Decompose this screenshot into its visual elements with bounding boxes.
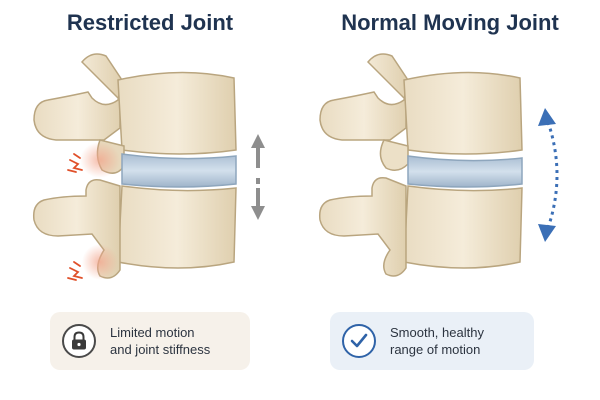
normal-card-text: Smooth, healthy range of motion <box>390 324 484 358</box>
restricted-card-line1: Limited motion <box>110 325 195 340</box>
normal-card-line2: range of motion <box>390 342 481 357</box>
healthy-motion-arrow <box>538 108 559 242</box>
restricted-motion-arrow <box>251 134 265 220</box>
normal-vertebrae <box>318 53 523 277</box>
restricted-joint-title: Restricted Joint <box>66 10 234 35</box>
lower-vertebral-body <box>403 185 523 269</box>
lower-vertebral-body <box>117 185 237 269</box>
inflamed-facet-lower <box>82 244 118 280</box>
restricted-card-line2: and joint stiffness <box>110 342 211 357</box>
intervertebral-disc <box>121 153 237 188</box>
upper-spinous-process <box>319 53 409 141</box>
upper-facet <box>379 139 409 171</box>
intervertebral-disc <box>407 155 523 188</box>
checkmark-icon <box>342 324 376 358</box>
normal-card-line1: Smooth, healthy <box>390 325 484 340</box>
restricted-info-card: Limited motion and joint stiffness <box>50 312 250 370</box>
lower-spinous-process <box>318 176 407 277</box>
normal-info-card: Smooth, healthy range of motion <box>330 312 534 370</box>
upper-vertebral-body <box>403 71 523 155</box>
restricted-card-text: Limited motion and joint stiffness <box>110 324 210 358</box>
upper-vertebral-body <box>117 71 237 155</box>
pain-marks <box>67 153 83 281</box>
upper-spinous-process <box>33 53 123 141</box>
normal-joint-title: Normal Moving Joint <box>341 10 559 35</box>
inflamed-facet-upper <box>80 142 120 178</box>
restricted-vertebrae <box>32 53 237 280</box>
lock-icon <box>62 324 96 358</box>
